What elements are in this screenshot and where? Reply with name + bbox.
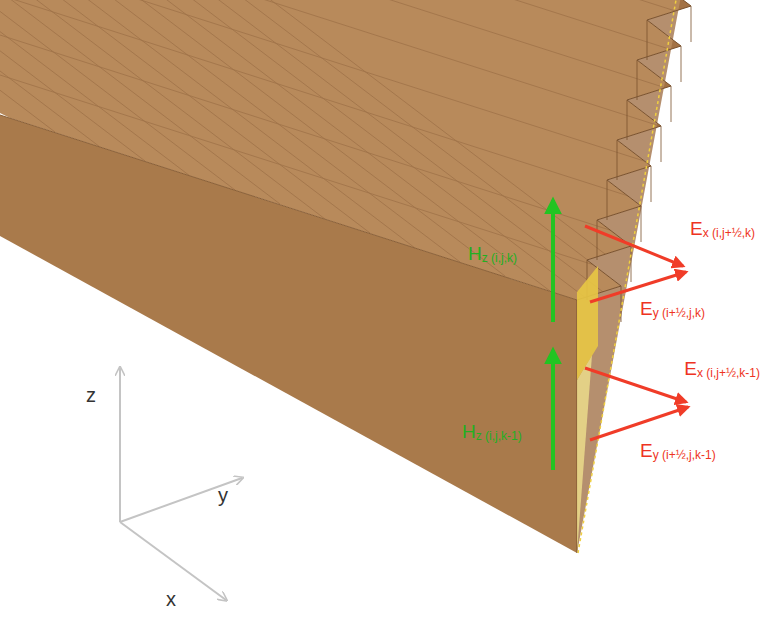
staircase-edge bbox=[577, 0, 691, 300]
staircase-risers bbox=[587, 6, 691, 322]
highlight-face bbox=[577, 266, 598, 380]
boundary-dotted-line bbox=[578, 0, 676, 553]
field-subscript: x (i,j+½,k) bbox=[703, 227, 755, 241]
axis-label: x bbox=[166, 588, 176, 611]
axis-label: z bbox=[86, 384, 96, 407]
field-symbol: E bbox=[690, 218, 703, 240]
axis-label: y bbox=[218, 484, 228, 507]
slab-front-face bbox=[0, 115, 577, 553]
axis-triad bbox=[120, 368, 242, 600]
ey-arrow bbox=[590, 272, 686, 302]
hz-arrow bbox=[551, 200, 555, 322]
staircase-side-face bbox=[577, 0, 691, 553]
ey-arrow bbox=[590, 407, 688, 440]
field-subscript: z (i,j,k-1) bbox=[476, 430, 522, 444]
hz-arrow bbox=[551, 350, 555, 470]
field-symbol: E bbox=[640, 440, 653, 462]
field-symbol: H bbox=[462, 421, 476, 443]
ex-arrow bbox=[585, 226, 683, 266]
slab-edge bbox=[0, 115, 577, 300]
field-symbol: E bbox=[640, 298, 653, 320]
field-arrows bbox=[553, 200, 688, 470]
field-symbol: H bbox=[468, 243, 482, 265]
field-symbol: E bbox=[684, 358, 697, 380]
field-subscript: y (i+½,j,k) bbox=[653, 307, 705, 321]
field-subscript: x (i,j+½,k-1) bbox=[697, 367, 760, 381]
field-subscript: y (i+½,j,k-1) bbox=[653, 449, 716, 463]
ex-arrow bbox=[585, 368, 686, 402]
highlight-triangle bbox=[577, 355, 592, 553]
field-subscript: z (i,j,k) bbox=[482, 252, 517, 266]
